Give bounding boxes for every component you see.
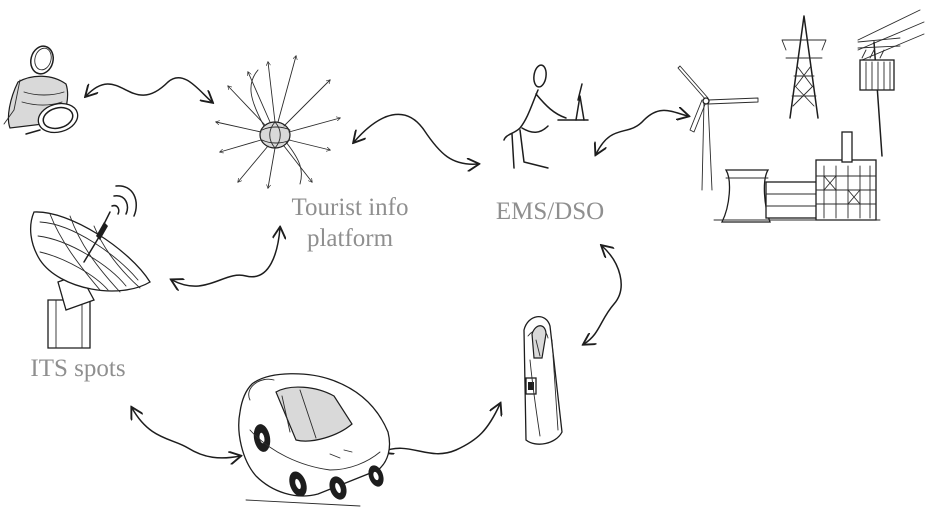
utility-pole-icon — [857, 9, 925, 157]
tourist-label-line2: platform — [306, 225, 394, 252]
ems-dso-label: EMS/DSO — [495, 198, 605, 225]
connection-arrows — [86, 76, 688, 458]
satellite-dish-icon — [29, 185, 151, 349]
transmission-pylon-icon — [781, 15, 827, 119]
person-at-desk-icon — [503, 64, 589, 169]
globe-radiating-arrows-icon — [216, 56, 340, 188]
arrow-platform-ems — [354, 113, 478, 164]
arrow-ems-charger — [584, 246, 622, 344]
person-with-magnifier-icon — [3, 45, 79, 135]
tourist-info-platform-label: Tourist info platform — [270, 192, 430, 254]
arrow-car-charger — [382, 404, 500, 454]
arrow-its-platform — [172, 228, 280, 286]
charging-station-icon — [523, 316, 563, 445]
its-spots-label: ITS spots — [30, 355, 126, 382]
energy-sources-icon — [677, 9, 925, 223]
tourist-label-line1: Tourist info — [291, 194, 409, 221]
electric-car-icon — [238, 373, 391, 507]
arrow-its-car — [132, 408, 240, 458]
wind-turbine-icon — [677, 65, 759, 191]
arrow-user-platform — [86, 76, 212, 102]
power-plant-icon — [713, 131, 881, 223]
arrow-ems-energy — [596, 110, 688, 154]
